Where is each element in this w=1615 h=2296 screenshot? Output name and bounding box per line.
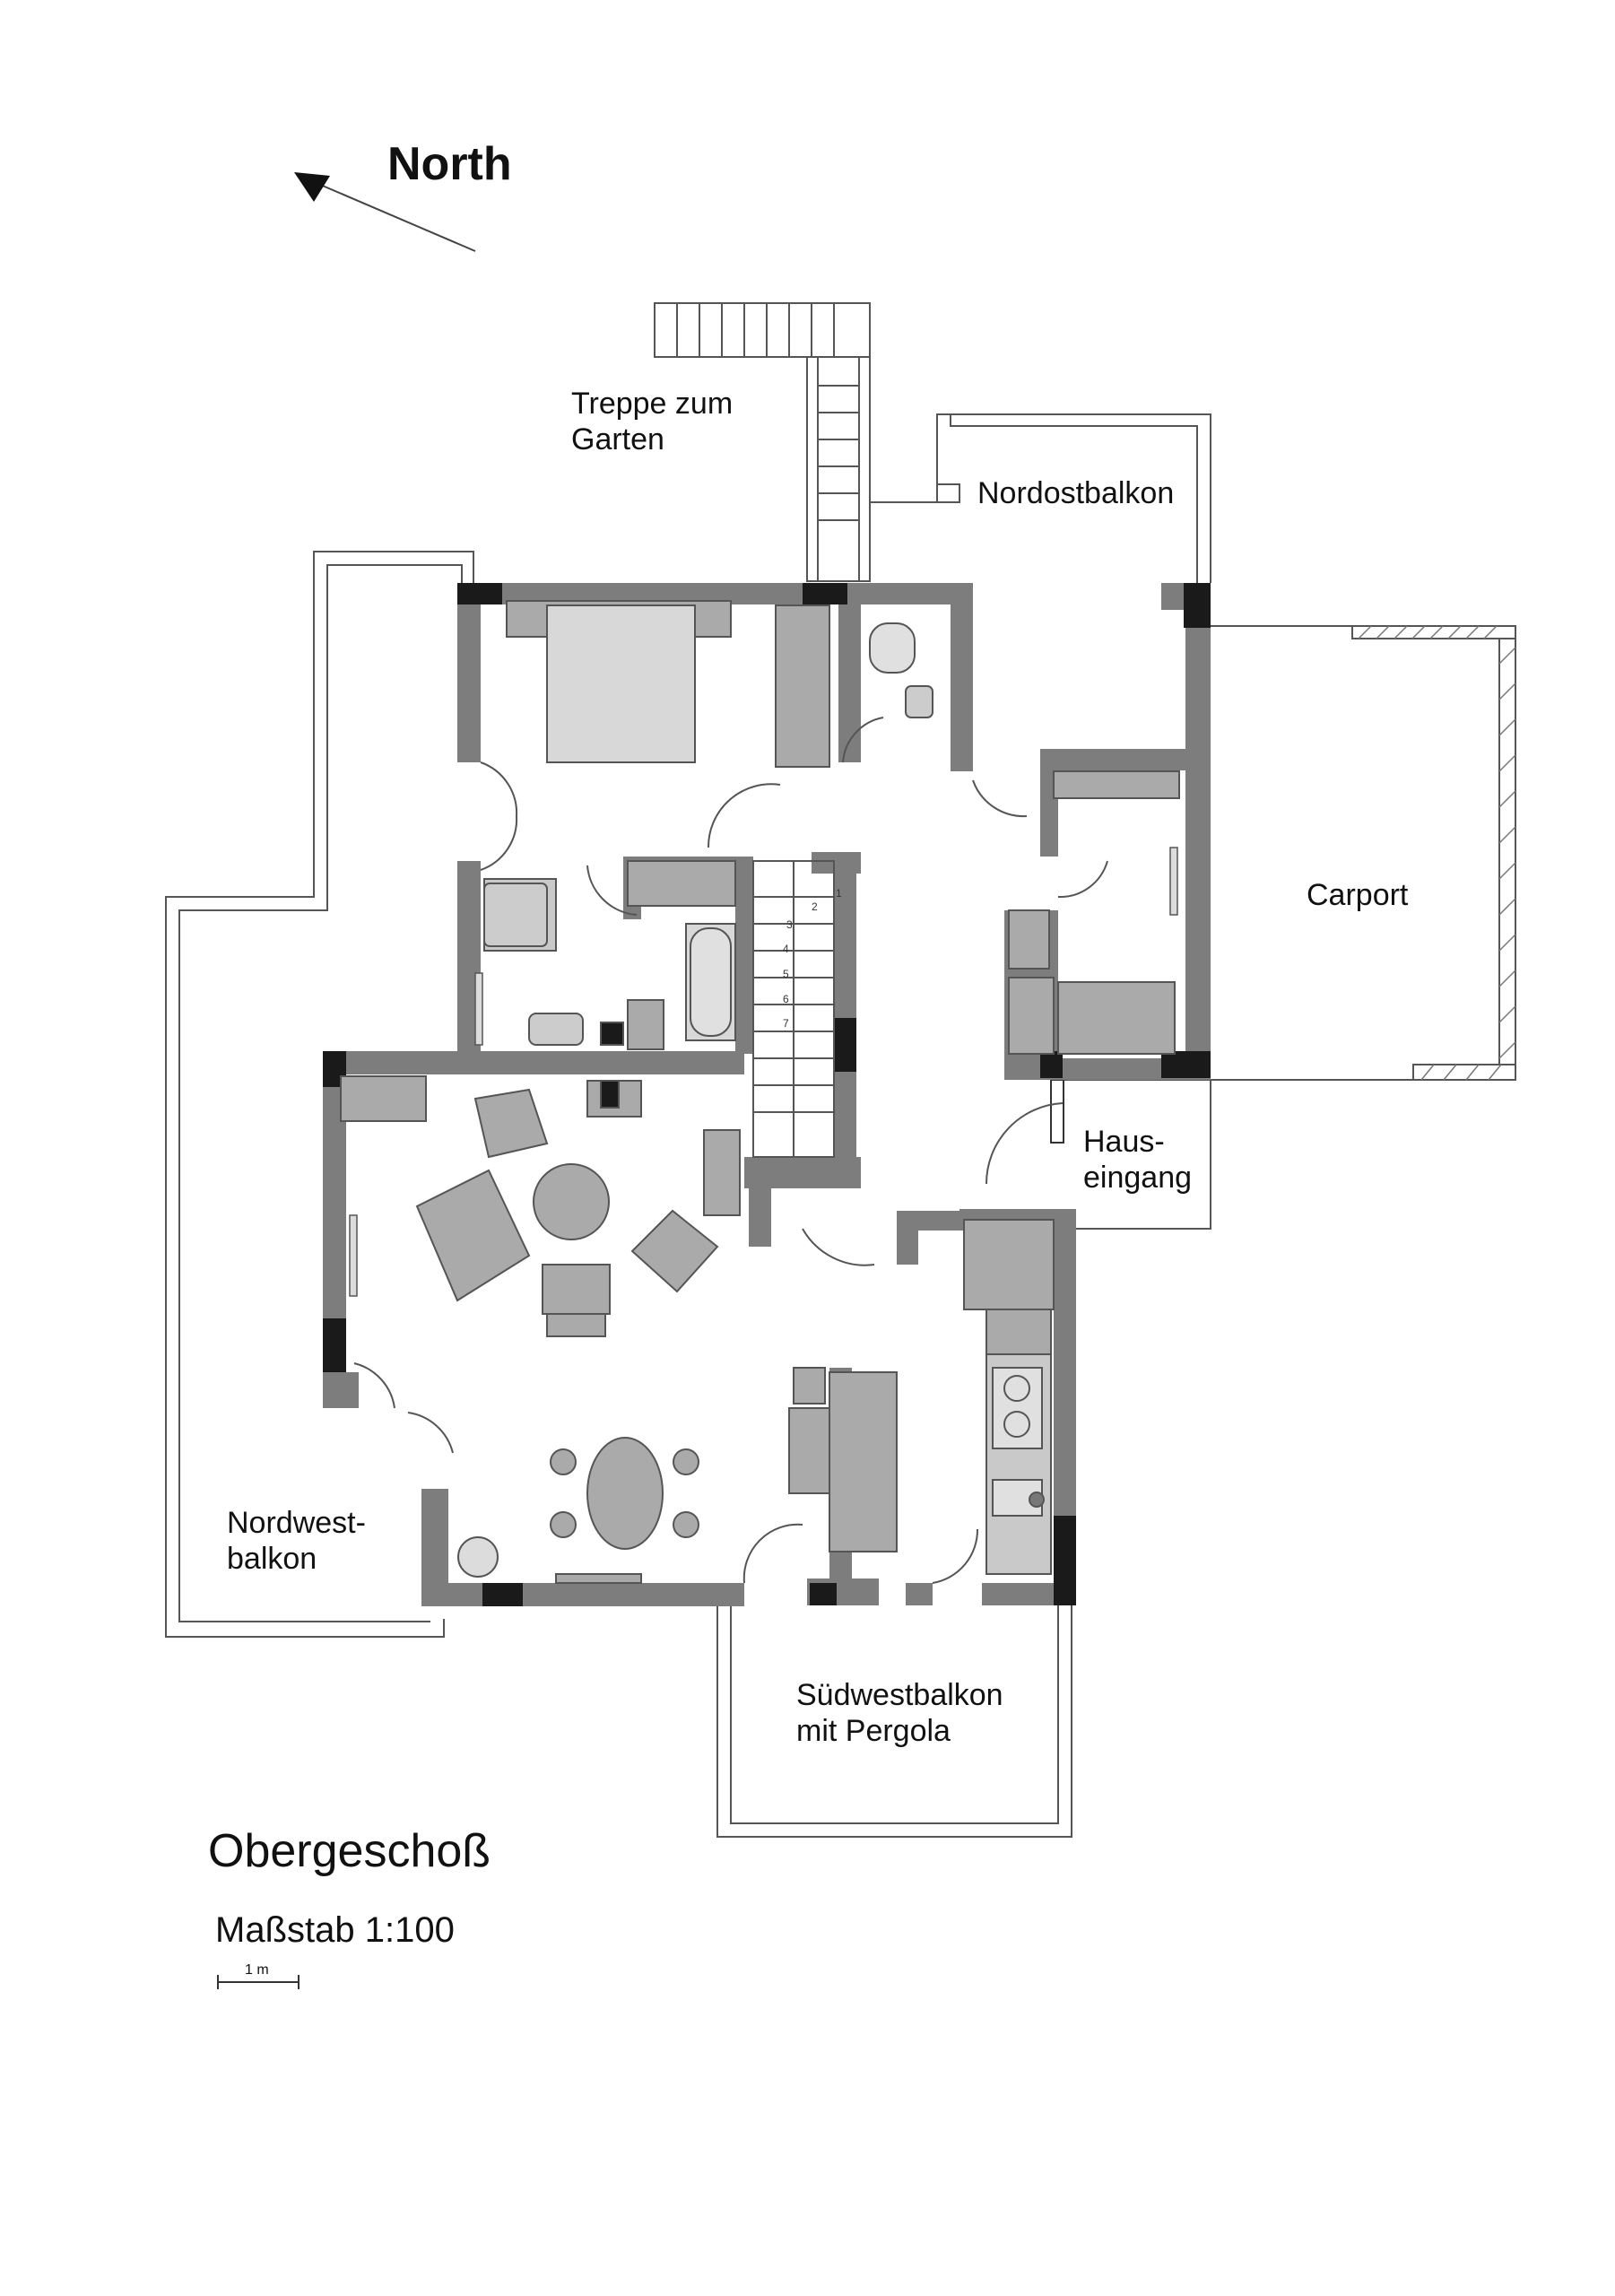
room-label-line: eingang xyxy=(1083,1161,1193,1195)
room-label-line: balkon xyxy=(227,1542,317,1576)
garden-stair xyxy=(654,302,871,582)
room-label-northeast-balcony: Nordostbalkon xyxy=(977,475,1174,511)
northeast-balcony xyxy=(870,413,1211,583)
stair-step-numbers: 1 2 3 4 5 6 7 xyxy=(783,887,842,1030)
floor-title: Obergeschoß xyxy=(208,1825,491,1877)
carport xyxy=(1211,625,1516,1081)
room-label-line: Nordwest- xyxy=(227,1506,366,1540)
north-arrow-icon xyxy=(294,172,476,252)
stair-step-number: 3 xyxy=(786,918,793,931)
room-label-line: Garten xyxy=(571,422,664,457)
structural-pillars xyxy=(323,583,1211,1606)
stair-step-number: 1 xyxy=(836,887,842,900)
tables xyxy=(457,1163,664,1584)
scale-bar xyxy=(217,1975,300,1989)
scale-bar-label: 1 m xyxy=(245,1962,269,1978)
stair-step-number: 2 xyxy=(812,900,818,913)
windows xyxy=(349,847,1178,1297)
room-label-line: Nordostbalkon xyxy=(977,476,1175,510)
stair-step-number: 6 xyxy=(783,993,789,1005)
kitchen-appliances xyxy=(992,1367,1045,1517)
southwest-balcony xyxy=(716,1598,1072,1838)
room-label-line: mit Pergola xyxy=(796,1714,951,1748)
stair-step-number: 5 xyxy=(783,968,789,980)
sofa-group xyxy=(415,1080,719,1337)
room-label-southwest-balcony: Südwestbalkon mit Pergola xyxy=(796,1677,1003,1749)
room-label-line: Haus- xyxy=(1083,1125,1165,1159)
bathroom-fixtures xyxy=(483,622,933,1109)
scale-label: Maßstab 1:100 xyxy=(215,1910,455,1950)
room-label-garden-stairs: Treppe zum Garten xyxy=(571,386,733,457)
room-label-entrance: Haus- eingang xyxy=(1083,1124,1192,1196)
carport-hatch xyxy=(1358,625,1516,1081)
stair-step-number: 7 xyxy=(783,1017,789,1030)
room-label-carport: Carport xyxy=(1307,877,1408,913)
room-label-northwest-balcony: Nordwest- balkon xyxy=(227,1505,366,1577)
northwest-balcony xyxy=(165,551,474,1638)
exterior-walls xyxy=(323,583,1211,1606)
room-label-line: Carport xyxy=(1307,878,1409,912)
dining-chairs xyxy=(550,1448,699,1538)
room-label-line: Treppe zum xyxy=(571,387,734,421)
door-swings xyxy=(353,717,1108,1584)
compass-label: North xyxy=(387,138,512,190)
stair-step-number: 4 xyxy=(783,943,789,955)
interior-stair xyxy=(752,860,835,1158)
room-label-line: Südwestbalkon xyxy=(796,1678,1003,1712)
